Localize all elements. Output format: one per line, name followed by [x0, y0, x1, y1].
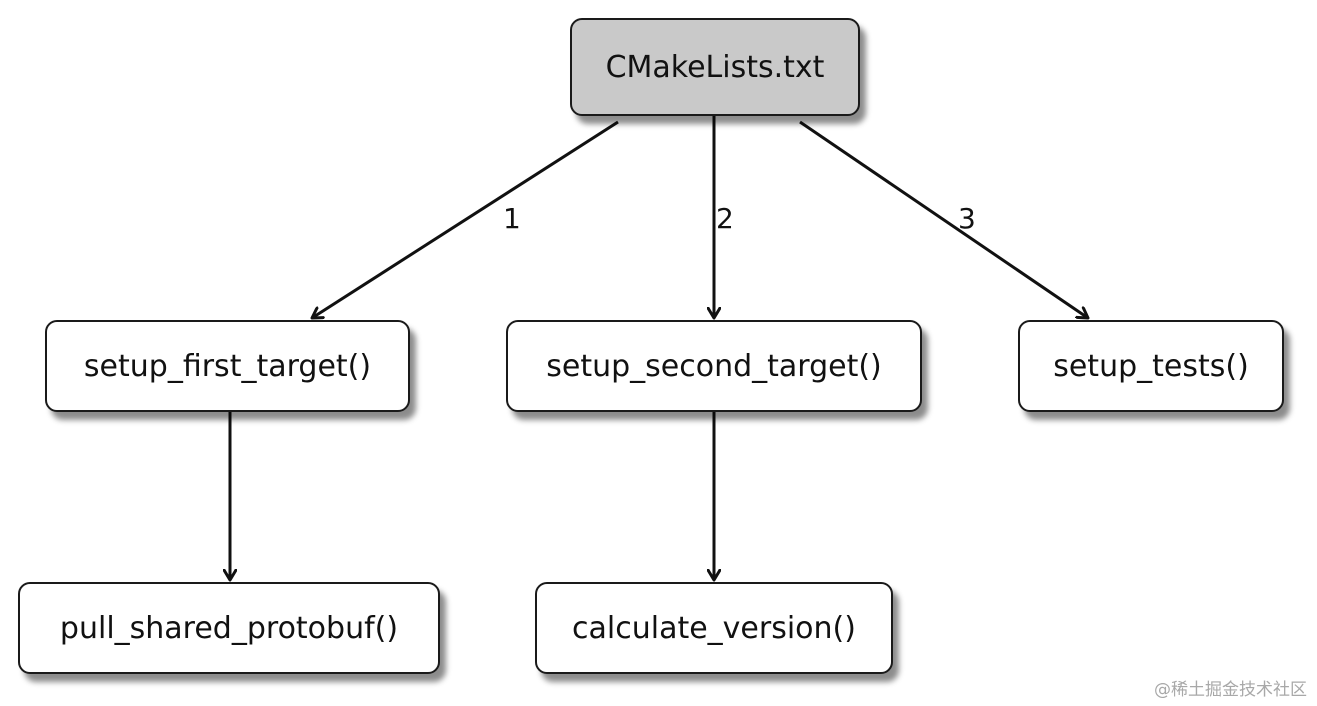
edge-label-3: 3: [958, 202, 976, 235]
edge-root-to-tests: [799, 120, 1088, 318]
node-setup-first-target: setup_first_target(): [45, 320, 410, 412]
watermark: @稀土掘金技术社区: [1154, 680, 1307, 700]
edge-label-1: 1: [503, 202, 521, 235]
node-setup-second-target: setup_second_target(): [506, 320, 922, 412]
node-pull-shared-protobuf: pull_shared_protobuf(): [18, 582, 440, 674]
node-cmakelists: CMakeLists.txt: [570, 18, 860, 116]
node-setup-tests: setup_tests(): [1018, 320, 1284, 412]
edge-label-2: 2: [716, 202, 734, 235]
node-calculate-version: calculate_version(): [535, 582, 893, 674]
edge-root-to-first-target: [312, 120, 619, 318]
